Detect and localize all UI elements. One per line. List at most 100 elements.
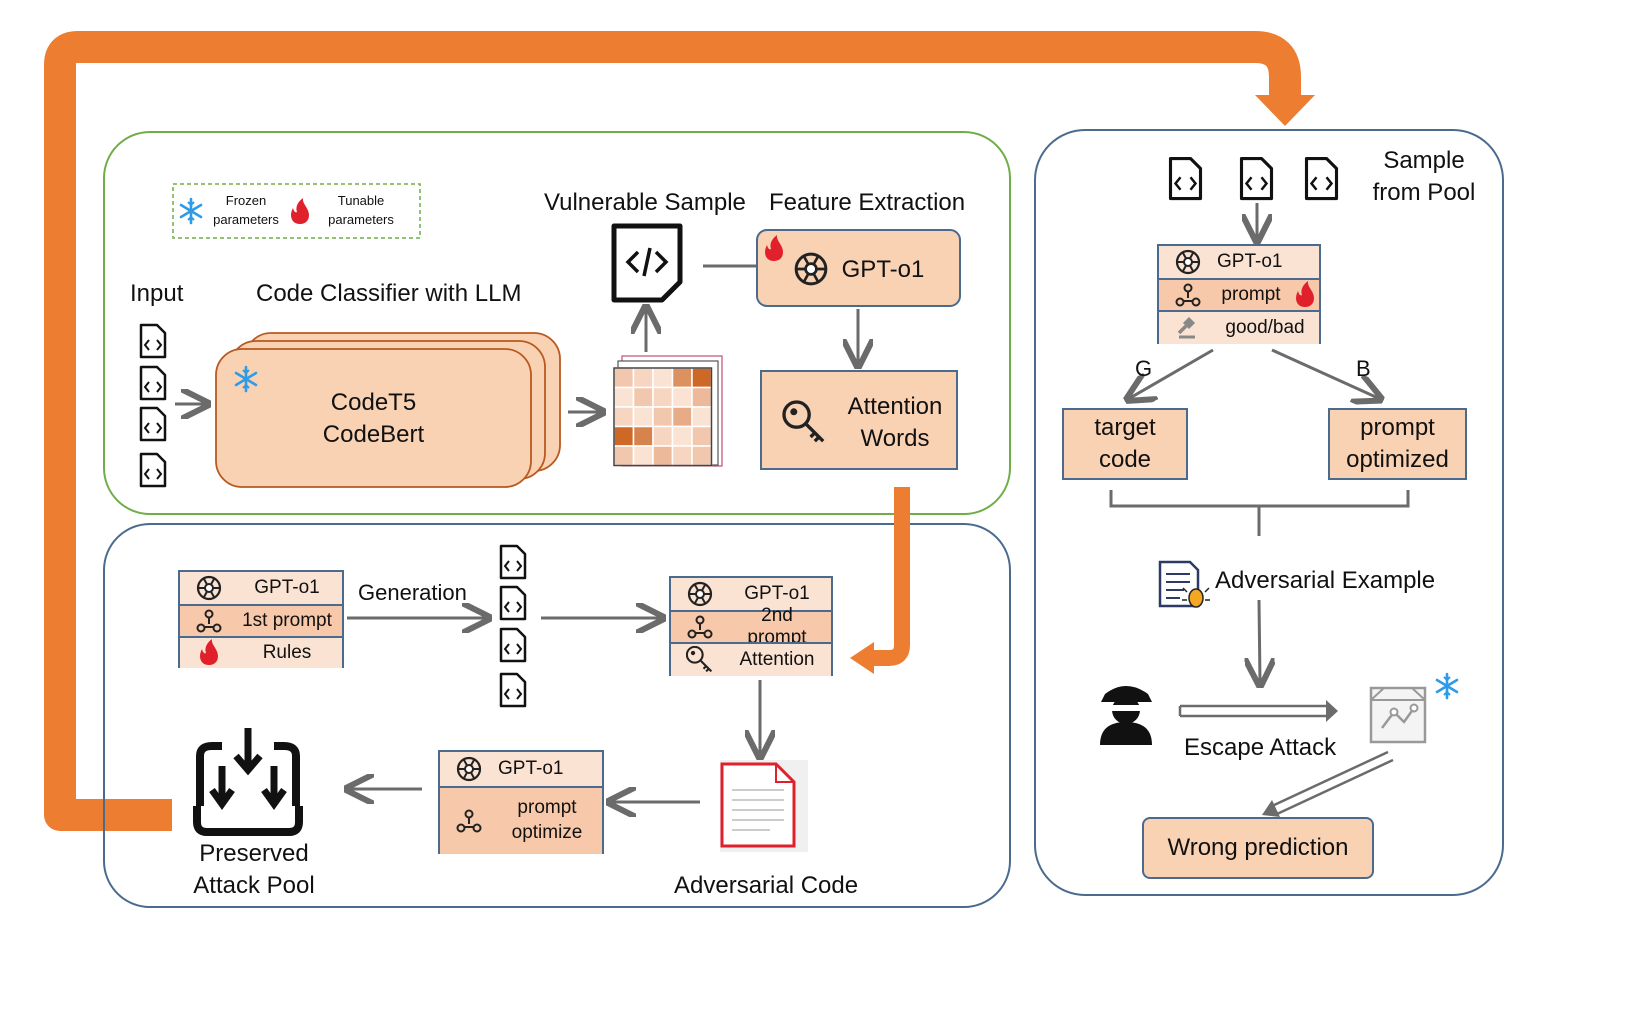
attention-words-line-2: Words bbox=[861, 425, 930, 452]
orange-attention-arrow bbox=[872, 487, 910, 666]
heatmap-cell bbox=[632, 425, 654, 447]
orange-attention-arrowhead bbox=[850, 642, 874, 674]
target-code-line-2: code bbox=[1098, 446, 1152, 473]
optimize-model: GPT-o1 bbox=[498, 758, 564, 779]
heatmap-cell bbox=[671, 367, 693, 389]
code-brackets-icon bbox=[625, 247, 669, 277]
classifier-label: Code Classifier with LLM bbox=[256, 280, 522, 307]
document-lines bbox=[732, 789, 784, 831]
prompt-icon bbox=[196, 609, 222, 633]
sample-label-1: Sample bbox=[1383, 147, 1465, 174]
code-file-icon bbox=[1168, 156, 1203, 201]
wrong-prediction-box: Wrong prediction bbox=[1142, 817, 1374, 879]
classifier-model-1: CodeT5 bbox=[330, 389, 417, 416]
prompt-icon bbox=[456, 809, 482, 833]
generation-prompt-box: GPT-o1 1st prompt Rules bbox=[178, 570, 344, 668]
gen-rules: Rules bbox=[262, 642, 312, 663]
pool-label-1: Preserved bbox=[199, 840, 309, 867]
heatmap-cell bbox=[652, 386, 674, 408]
target-code-box: target code bbox=[1062, 408, 1188, 480]
legend-tunable-1: Tunable bbox=[338, 193, 385, 208]
adversarial-document-icon bbox=[720, 762, 796, 848]
code-file-icon bbox=[499, 627, 527, 663]
feature-model-label: GPT-o1 bbox=[842, 256, 925, 283]
gavel-icon bbox=[1177, 317, 1195, 339]
arrow-branch-g bbox=[1130, 348, 1214, 398]
code-file-icon bbox=[139, 323, 167, 359]
attention-words-line-1: Attention bbox=[848, 393, 943, 420]
judge-model: GPT-o1 bbox=[1217, 251, 1283, 272]
bug-document-icon bbox=[1158, 560, 1210, 608]
classifier-model-2: CodeBert bbox=[322, 421, 425, 448]
openai-icon bbox=[687, 581, 713, 607]
heatmap-cell bbox=[652, 425, 674, 447]
code-file-icon bbox=[139, 365, 167, 401]
heatmap-cell bbox=[632, 367, 654, 389]
attention-words-box bbox=[760, 370, 958, 470]
heatmap-cell bbox=[691, 425, 713, 447]
code-file-icon bbox=[499, 672, 527, 708]
model-box-icon bbox=[1369, 686, 1427, 744]
input-label: Input bbox=[130, 280, 184, 307]
snowflake-icon bbox=[1435, 672, 1459, 700]
heatmap-cell bbox=[691, 445, 713, 467]
pool-label-2: Attack Pool bbox=[193, 872, 315, 899]
heatmap-cell bbox=[671, 445, 693, 467]
code-file-icon bbox=[1304, 156, 1339, 201]
attack-pool-icon bbox=[193, 728, 303, 836]
optimize-prompt-box: GPT-o1 prompt optimize bbox=[438, 750, 604, 854]
generation-label: Generation bbox=[358, 580, 467, 605]
heatmap-cell bbox=[671, 386, 693, 408]
adversarial-code-label: Adversarial Code bbox=[674, 872, 859, 899]
sample-label-2: from Pool bbox=[1372, 179, 1476, 206]
legend-frozen-2: parameters bbox=[213, 212, 279, 227]
code-file-icon bbox=[139, 406, 167, 442]
code-file-icon bbox=[139, 452, 167, 488]
prompt-icon bbox=[687, 615, 713, 639]
escape-attack-arrowhead bbox=[1326, 700, 1338, 722]
arrow-to-escape bbox=[1259, 599, 1260, 682]
heatmap-cell bbox=[632, 386, 654, 408]
orange-loop-arrowhead bbox=[1255, 95, 1315, 126]
wrong-prediction-label: Wrong prediction bbox=[1167, 833, 1349, 861]
openai-icon bbox=[456, 756, 482, 782]
adversarial-example-label: Adversarial Example bbox=[1215, 567, 1436, 594]
optimize-line-2: optimize bbox=[511, 822, 583, 843]
wrong-prediction-arrow bbox=[1271, 750, 1394, 816]
heatmap-cell bbox=[632, 406, 654, 428]
heatmap-cell bbox=[671, 406, 693, 428]
feature-extraction-label: Feature Extraction bbox=[769, 189, 966, 216]
second-prompt-box: GPT-o1 2nd prompt Attention bbox=[669, 576, 833, 676]
key-icon bbox=[686, 646, 713, 673]
heatmap-cell bbox=[632, 445, 654, 467]
escape-attack-label: Escape Attack bbox=[1184, 734, 1337, 761]
code-file-icon bbox=[1239, 156, 1274, 201]
feature-gpt-box bbox=[756, 229, 961, 307]
heatmap-cell bbox=[691, 386, 713, 408]
heatmap-cell bbox=[652, 367, 674, 389]
optimize-line-1: prompt bbox=[517, 797, 577, 819]
judge-prompt: prompt bbox=[1221, 284, 1281, 305]
heatmap-cell bbox=[652, 406, 674, 428]
judge-box: GPT-o1 prompt good/bad bbox=[1157, 244, 1321, 344]
heatmap-cell bbox=[613, 425, 635, 447]
wrong-prediction-arrowhead bbox=[1262, 800, 1280, 817]
heatmap-cell bbox=[691, 367, 713, 389]
legend-tunable-2: parameters bbox=[328, 212, 394, 227]
legend-box bbox=[172, 183, 421, 239]
legend-frozen-1: Frozen bbox=[226, 193, 266, 208]
heatmap-cell bbox=[671, 425, 693, 447]
gen-model: GPT-o1 bbox=[254, 577, 320, 598]
flame-icon bbox=[1296, 281, 1314, 307]
branch-g-label: G bbox=[1135, 356, 1153, 381]
gen-first-prompt: 1st prompt bbox=[242, 610, 332, 631]
openai-icon bbox=[1175, 249, 1201, 275]
code-file-icon bbox=[499, 544, 527, 580]
openai-icon bbox=[196, 575, 222, 601]
prompt-optimized-line-2: optimized bbox=[1346, 446, 1449, 473]
merge-bracket bbox=[1109, 490, 1410, 536]
target-code-line-1: target bbox=[1094, 413, 1156, 441]
heatmap-cell bbox=[613, 445, 635, 467]
branch-b-label: B bbox=[1356, 356, 1371, 381]
